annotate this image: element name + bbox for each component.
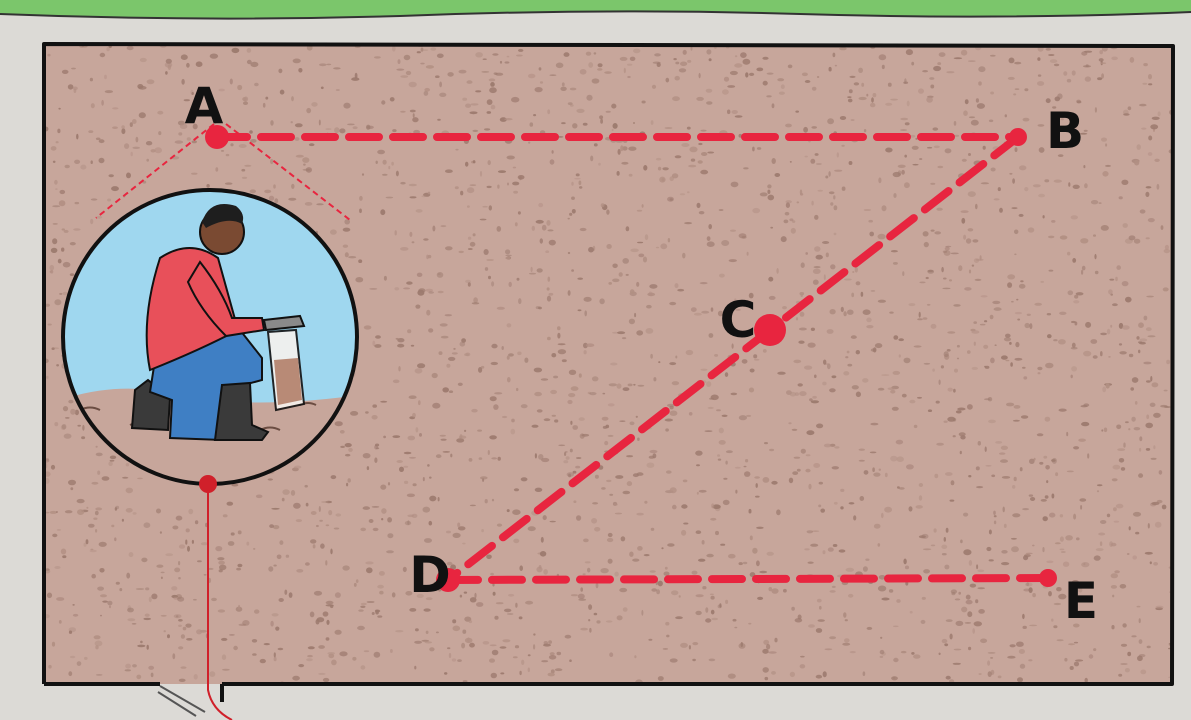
sampling-path <box>213 133 1052 584</box>
sample-point-b <box>1009 128 1027 146</box>
field-border <box>42 42 1175 686</box>
sample-point-c <box>754 314 786 346</box>
point-label-e: E <box>1064 572 1098 630</box>
grass-edge-line <box>0 10 1191 20</box>
sample-point-e <box>1039 569 1057 587</box>
point-label-d: D <box>409 546 451 604</box>
inset-pointer-lines <box>95 123 351 221</box>
path-segment-D-E <box>444 574 1052 584</box>
path-segment-B-C <box>766 133 1022 334</box>
point-label-c: C <box>720 291 757 349</box>
sample-point-d <box>436 568 460 592</box>
point-label-b: B <box>1046 102 1084 160</box>
sample-points: A B C D E <box>185 77 1098 630</box>
field-gap-marker <box>157 685 206 717</box>
sample-point-a <box>205 125 229 149</box>
path-segment-C-D <box>444 326 774 584</box>
point-label-a: A <box>185 77 224 135</box>
inset-anchor <box>199 475 233 720</box>
grass-strip <box>0 0 1191 19</box>
